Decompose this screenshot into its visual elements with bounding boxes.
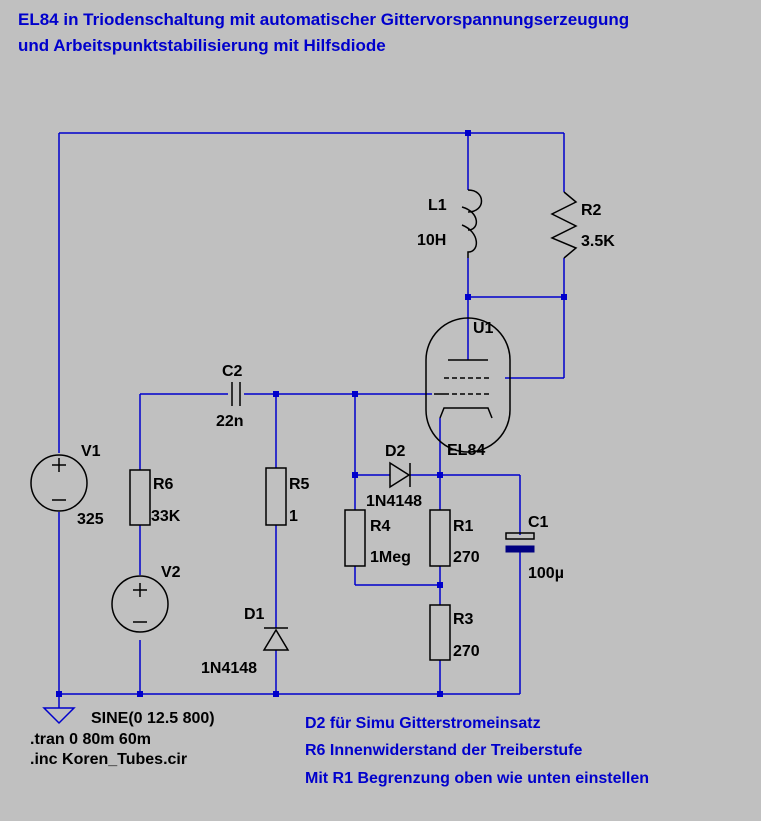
- c2-value: 22n: [216, 413, 244, 430]
- directive-tran: .tran 0 80m 60m: [30, 731, 151, 748]
- r4-name: R4: [370, 518, 391, 535]
- capacitor-c2: C2 22n: [216, 363, 244, 430]
- r5-name: R5: [289, 476, 310, 493]
- v1-name: V1: [81, 443, 101, 460]
- c2-name: C2: [222, 363, 243, 380]
- source-v2: V2 SINE(0 12.5 800): [91, 564, 215, 727]
- u1-value: EL84: [447, 442, 485, 459]
- c1-name: C1: [528, 514, 549, 531]
- d1-value: 1N4148: [201, 660, 257, 677]
- v2-value: SINE(0 12.5 800): [91, 710, 215, 727]
- u1-name: U1: [473, 320, 494, 337]
- r3-value: 270: [453, 643, 480, 660]
- r4-value: 1Meg: [370, 549, 411, 566]
- r1-name: R1: [453, 518, 474, 535]
- tube-u1: U1 EL84: [425, 317, 511, 459]
- note-1: D2 für Simu Gitterstromeinsatz: [305, 715, 541, 732]
- resistor-r3: R3 270: [429, 604, 480, 661]
- note-2: R6 Innenwiderstand der Treiberstufe: [305, 742, 583, 759]
- resistor-r1: R1 270: [429, 509, 480, 567]
- r6-name: R6: [153, 476, 174, 493]
- ground-symbol: [42, 707, 76, 725]
- v2-name: V2: [161, 564, 181, 581]
- diode-d1: D1 1N4148: [201, 606, 290, 677]
- r6-value: 33K: [151, 508, 181, 525]
- r3-name: R3: [453, 611, 474, 628]
- title-line-2: und Arbeitspunktstabilisierung mit Hilfs…: [18, 36, 386, 55]
- note-3: Mit R1 Begrenzung oben wie unten einstel…: [305, 770, 649, 787]
- r2-value: 3.5K: [581, 233, 615, 250]
- v1-value: 325: [77, 511, 104, 528]
- source-v1: V1 325: [30, 443, 104, 528]
- junctions: [56, 130, 567, 697]
- diode-d2: D2 1N4148: [366, 443, 422, 510]
- d1-name: D1: [244, 606, 265, 623]
- d2-name: D2: [385, 443, 406, 460]
- r1-value: 270: [453, 549, 480, 566]
- r5-value: 1: [289, 508, 298, 525]
- capacitor-c1: C1 100µ: [505, 514, 564, 582]
- resistor-r5: R5 1: [265, 467, 310, 526]
- c1-value: 100µ: [528, 565, 564, 582]
- l1-value: 10H: [417, 232, 446, 249]
- d2-value: 1N4148: [366, 493, 422, 510]
- title-line-1: EL84 in Triodenschaltung mit automatisch…: [18, 10, 629, 29]
- inductor-l1: L1 10H: [417, 189, 483, 258]
- l1-name: L1: [428, 197, 447, 214]
- r2-name: R2: [581, 202, 602, 219]
- resistor-r2: R2 3.5K: [550, 191, 615, 259]
- directive-inc: .inc Koren_Tubes.cir: [30, 751, 187, 768]
- resistor-r6: R6 33K: [129, 469, 181, 526]
- resistor-r4: R4 1Meg: [344, 509, 411, 567]
